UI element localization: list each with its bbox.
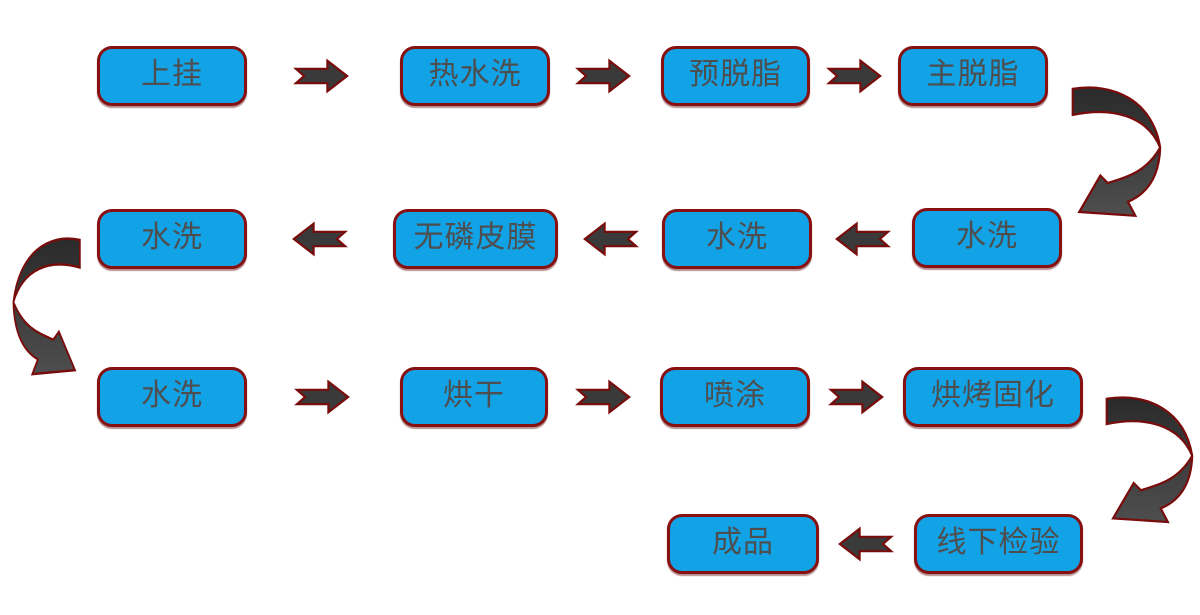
step-label: 热水洗 bbox=[428, 57, 522, 92]
flow-arrow-right bbox=[294, 379, 350, 415]
step-label: 预脱脂 bbox=[689, 57, 782, 92]
step-finished-product: 成品 bbox=[667, 514, 819, 574]
flow-curve-down-right bbox=[1071, 86, 1162, 217]
flow-arrow-right bbox=[575, 58, 631, 94]
step-label: 上挂 bbox=[141, 57, 203, 92]
step-label: 水洗 bbox=[141, 220, 203, 255]
step-label: 喷涂 bbox=[704, 378, 766, 413]
step-label: 无磷皮膜 bbox=[413, 220, 538, 255]
step-label: 主脱脂 bbox=[926, 57, 1020, 92]
step-phosphate-free-film: 无磷皮膜 bbox=[393, 209, 558, 269]
step-label: 水洗 bbox=[141, 378, 203, 413]
step-water-wash-4: 水洗 bbox=[97, 367, 247, 427]
step-main-degrease: 主脱脂 bbox=[898, 46, 1048, 106]
step-label: 线下检验 bbox=[936, 525, 1061, 560]
step-pre-degrease: 预脱脂 bbox=[661, 46, 810, 106]
step-label: 成品 bbox=[712, 525, 774, 560]
flow-arrow-right bbox=[828, 379, 884, 415]
step-label: 水洗 bbox=[956, 219, 1018, 254]
step-label: 烘干 bbox=[443, 378, 505, 413]
step-water-wash-2: 水洗 bbox=[662, 209, 812, 269]
flow-arrow-left bbox=[835, 221, 891, 257]
step-hang-on: 上挂 bbox=[97, 46, 247, 106]
step-bake-curing: 烘烤固化 bbox=[903, 367, 1083, 427]
step-offline-inspection: 线下检验 bbox=[914, 514, 1083, 574]
flow-arrow-left bbox=[583, 221, 639, 257]
flow-arrow-left bbox=[838, 526, 894, 562]
flow-curve-down-right bbox=[1105, 396, 1194, 524]
flow-curve-down-left bbox=[12, 237, 81, 376]
step-label: 烘烤固化 bbox=[931, 378, 1055, 413]
flow-arrow-left bbox=[292, 221, 348, 257]
step-label: 水洗 bbox=[706, 220, 768, 255]
step-water-wash-1: 水洗 bbox=[97, 209, 247, 269]
flow-arrow-right bbox=[293, 58, 349, 94]
step-spray-coating: 喷涂 bbox=[660, 367, 810, 427]
step-water-wash-3: 水洗 bbox=[912, 208, 1062, 268]
flow-arrow-right bbox=[826, 58, 882, 94]
step-hot-water-wash: 热水洗 bbox=[400, 46, 550, 106]
flow-arrow-right bbox=[575, 379, 631, 415]
step-drying: 烘干 bbox=[400, 367, 548, 427]
